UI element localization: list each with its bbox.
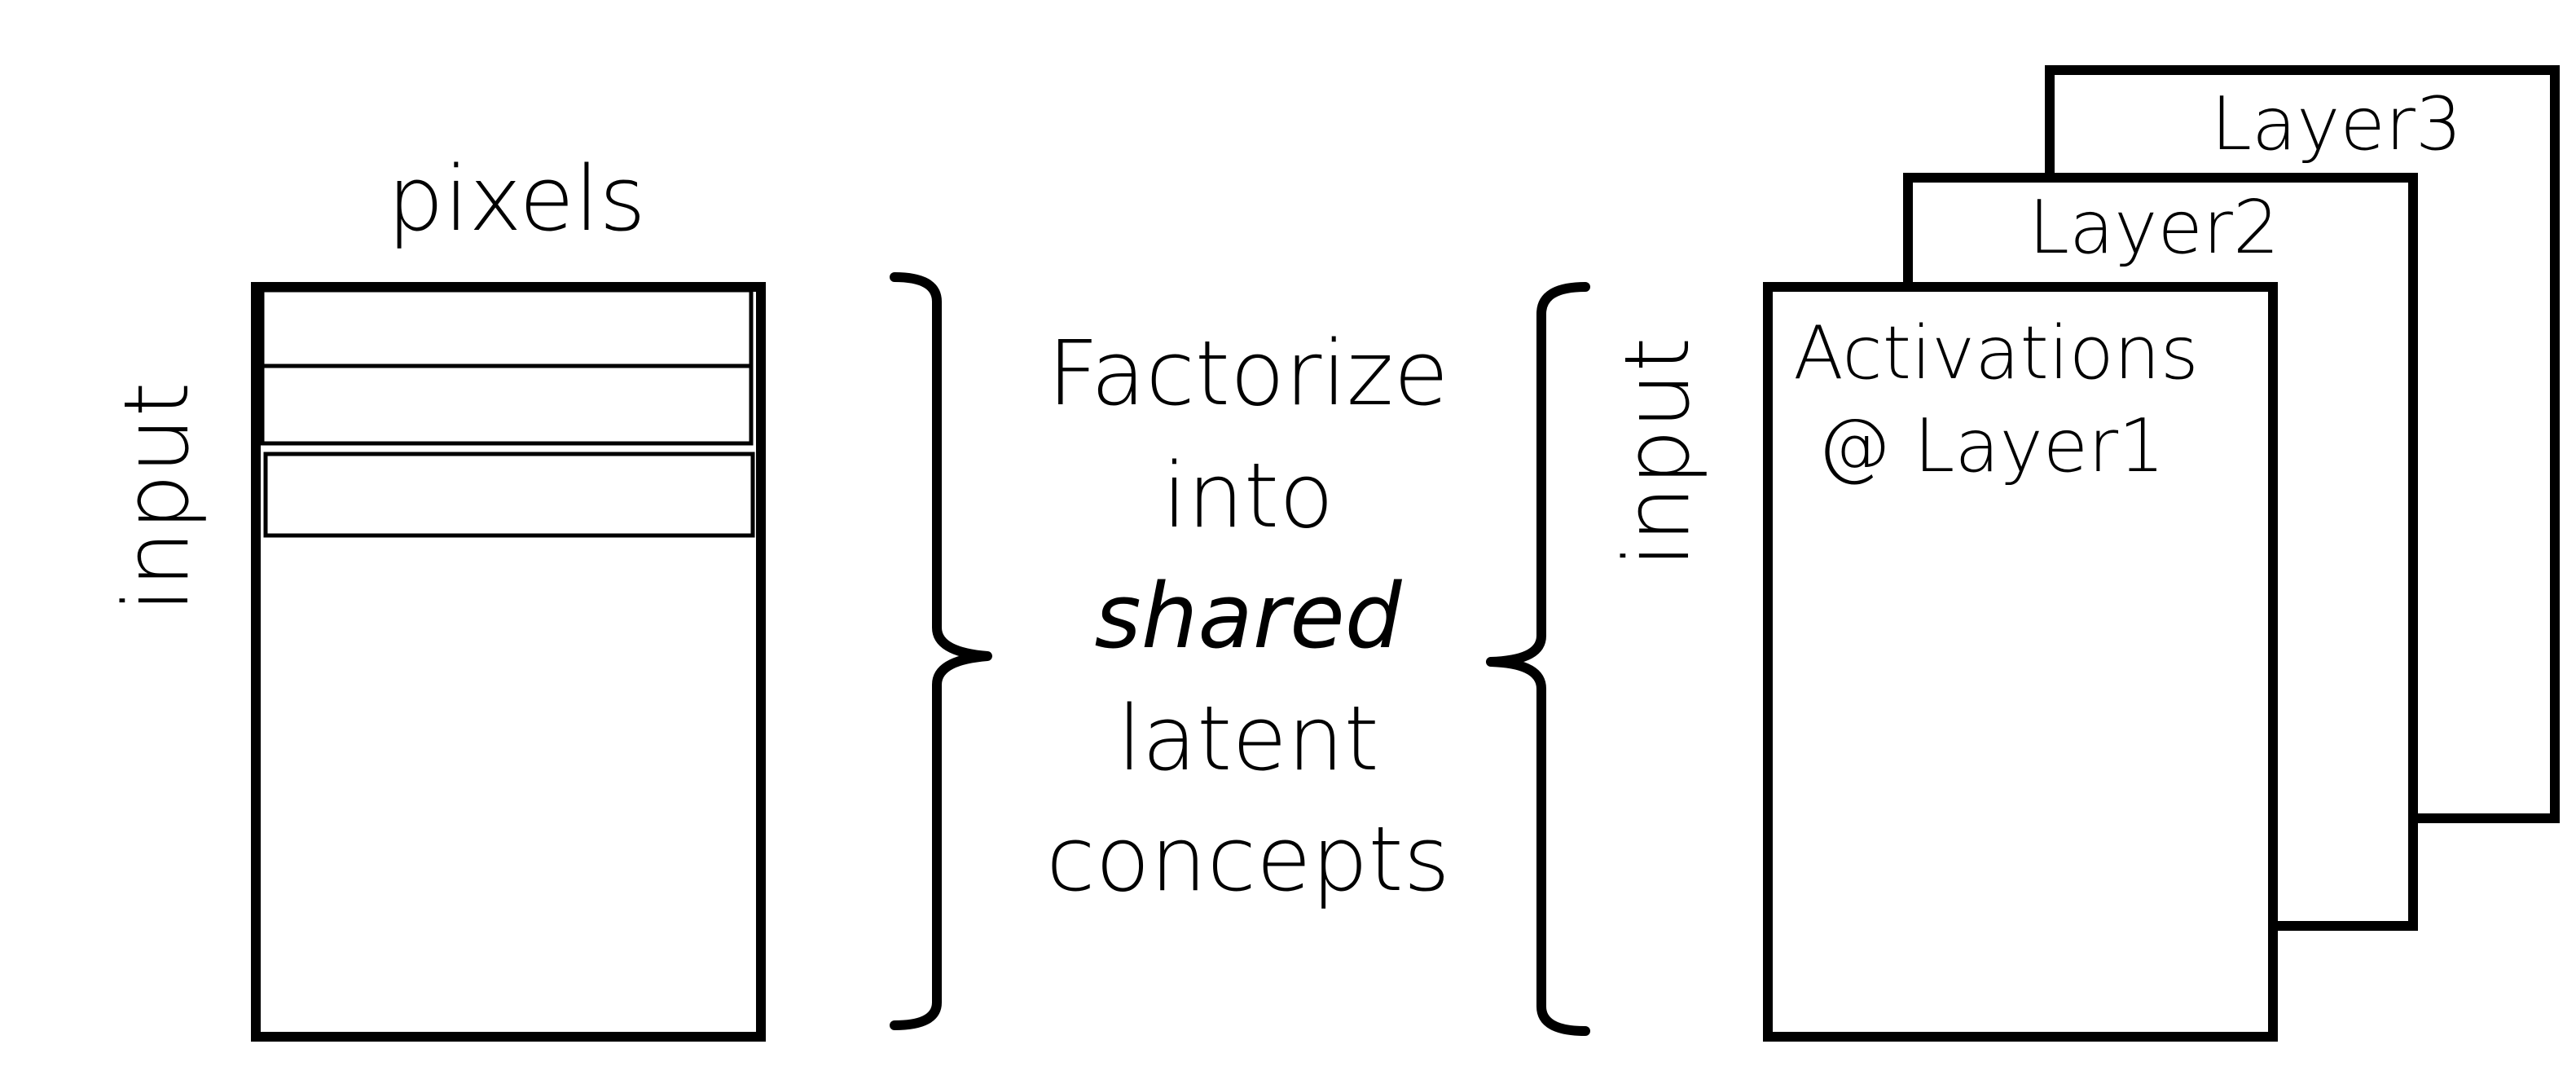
right-bracket	[890, 272, 992, 1030]
matrix-row-1	[260, 288, 754, 368]
activation-stack: Layer3 Layer2 Activations @ Layer1	[1763, 65, 2560, 1042]
matrix-row-2	[260, 364, 754, 446]
caption-line-concepts: concepts	[1046, 807, 1450, 911]
left-input-label: input	[104, 382, 209, 613]
layer3-label: Layer3	[2211, 82, 2462, 167]
caption-line-factorize: Factorize	[1048, 321, 1449, 425]
caption-line-into: into	[1163, 443, 1334, 548]
layer1-sheet	[1763, 282, 2278, 1042]
caption-line-latent: latent	[1117, 686, 1379, 791]
caption-line-shared: shared	[1094, 564, 1402, 668]
layer2-label: Layer2	[2029, 185, 2279, 271]
right-input-label: input	[1605, 337, 1709, 568]
layer1-label-line1: Activations	[1793, 311, 2198, 396]
layer1-label-line2: @ Layer1	[1818, 403, 2165, 489]
left-curly-brace	[1486, 282, 1590, 1036]
matrix-row-3	[263, 452, 755, 538]
pixels-label: pixels	[387, 147, 646, 251]
pixel-matrix	[251, 282, 766, 1042]
center-caption: Factorize into shared latent concepts	[1046, 321, 1450, 911]
